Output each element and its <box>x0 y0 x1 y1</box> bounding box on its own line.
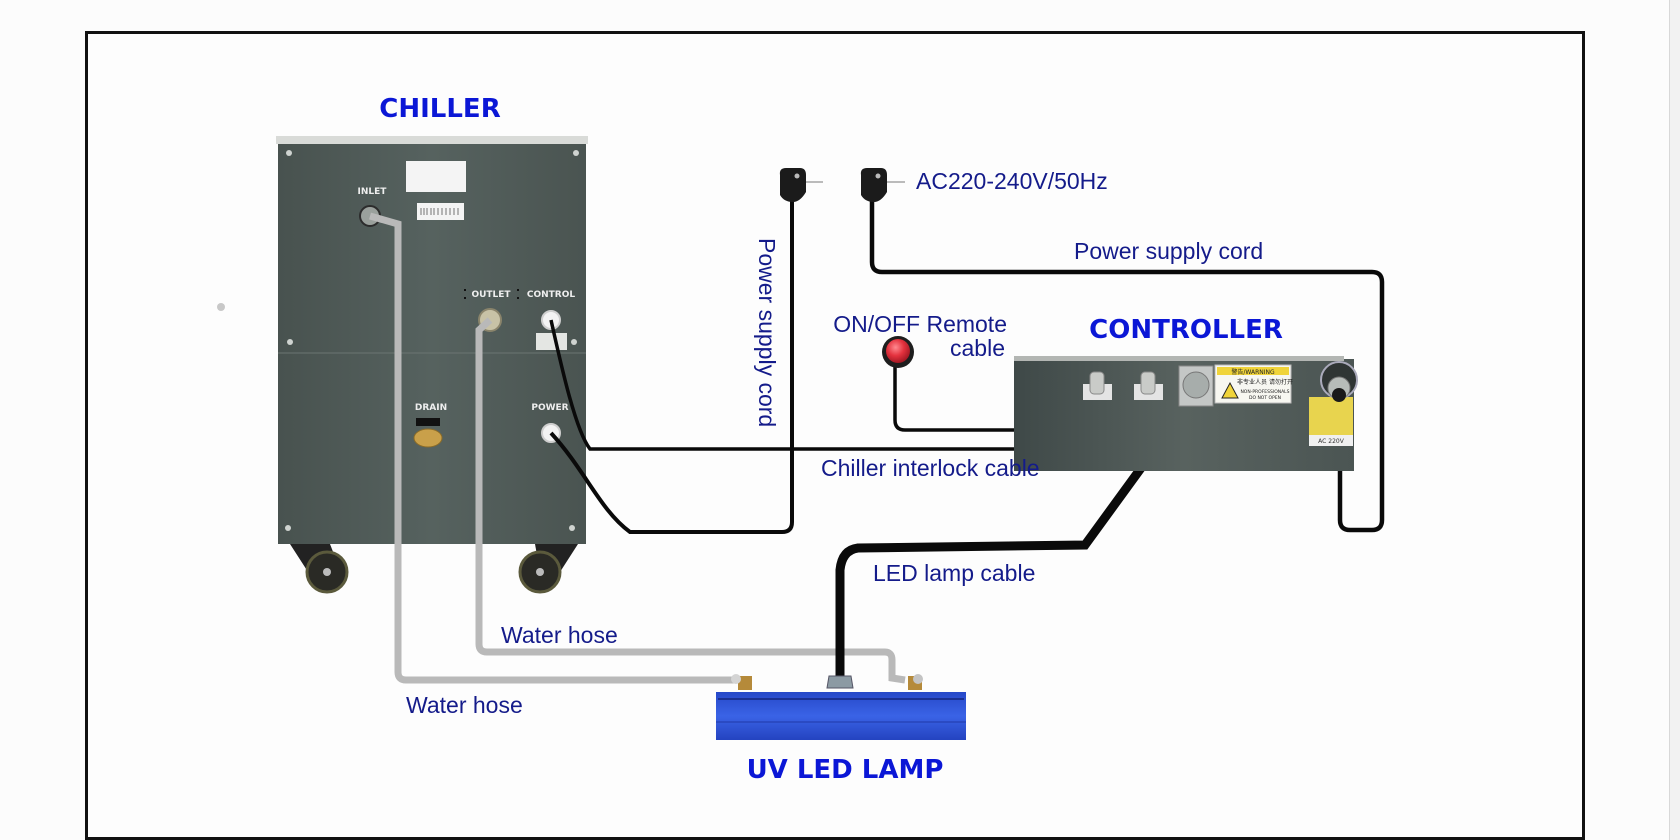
warning-en1: NON-PROFESSIONALS <box>1240 389 1289 395</box>
warning-triangle-icon <box>1221 381 1239 399</box>
inlet-label: INLET <box>358 187 388 197</box>
controller-rating-text: AC 220V <box>1318 438 1345 445</box>
drain-valve-handle <box>416 418 440 426</box>
chiller: INLET OUTLET CONTROL DRAIN POWER <box>276 136 588 594</box>
controller-rating-sticker <box>1309 435 1353 446</box>
controller-bnc-port-2 <box>1134 371 1163 400</box>
uv-led-lamp-title: UV LED LAMP <box>747 755 944 785</box>
controller-bnc-port-1 <box>1083 371 1112 400</box>
remote-onoff-button <box>882 336 914 368</box>
led-cable-label: LED lamp cable <box>873 560 1035 586</box>
controller-power-cord[interactable] <box>869 188 1385 533</box>
remote-label-line2: cable <box>950 335 1005 361</box>
water-hose-outlet[interactable] <box>475 317 906 684</box>
interlock-label: Chiller interlock cable <box>821 455 1040 481</box>
power-plug-chiller <box>779 168 823 202</box>
chiller-spec-sticker <box>406 161 466 192</box>
uv-led-lamp <box>716 674 966 740</box>
power-label: POWER <box>531 403 568 413</box>
lamp-water-fitting-left <box>731 674 752 690</box>
chiller-power-cord[interactable] <box>549 196 794 534</box>
warning-label: 警告/WARNING 非专业人员 请勿打开 NON-PROFESSIONALS … <box>1214 364 1293 404</box>
warning-en2: DO NOT OPEN <box>1249 395 1281 401</box>
lamp-cable-gland <box>826 675 854 689</box>
lamp-water-fitting-right <box>908 674 923 690</box>
water-hose-label-upper: Water hose <box>501 622 618 648</box>
power-plug-controller <box>860 168 905 202</box>
control-label: CONTROL <box>527 290 576 300</box>
controller: 警告/WARNING 非专业人员 请勿打开 NON-PROFESSIONALS … <box>1014 356 1358 471</box>
drain-label: DRAIN <box>415 403 447 413</box>
chiller-title: CHILLER <box>379 94 500 124</box>
controller-power-connector <box>1320 361 1358 402</box>
chiller-top-lid <box>276 136 588 144</box>
control-sticker <box>536 333 567 350</box>
outlet-label: OUTLET <box>471 290 511 300</box>
ac-spec-label: AC220-240V/50Hz <box>916 168 1108 194</box>
outlet-marker-dots <box>464 289 519 299</box>
drain-valve <box>413 428 443 448</box>
chiller-screws <box>285 150 579 531</box>
controller-title: CONTROLLER <box>1089 315 1283 345</box>
warning-cn: 非专业人员 请勿打开 <box>1237 378 1293 386</box>
power-cord-label-vertical: Power supply cord <box>754 238 780 427</box>
remote-label-line1: ON/OFF Remote <box>833 311 1007 337</box>
chiller-barcode-sticker <box>417 203 464 220</box>
controller-top-edge <box>1014 356 1344 361</box>
chiller-caster-left <box>290 544 349 594</box>
water-hose-label-lower: Water hose <box>406 692 523 718</box>
chiller-caster-right <box>518 544 578 594</box>
led-lamp-cable[interactable] <box>835 402 1191 680</box>
barcode-icon <box>420 208 459 215</box>
power-cord-label-horizontal: Power supply cord <box>1074 238 1263 264</box>
scrollbar[interactable] <box>1669 0 1680 840</box>
stray-dot <box>217 303 225 311</box>
controller-rating-plate <box>1309 397 1353 435</box>
water-hose-inlet[interactable] <box>369 212 735 684</box>
warning-header: 警告/WARNING <box>1231 368 1275 376</box>
controller-lamp-connector <box>1178 365 1214 407</box>
